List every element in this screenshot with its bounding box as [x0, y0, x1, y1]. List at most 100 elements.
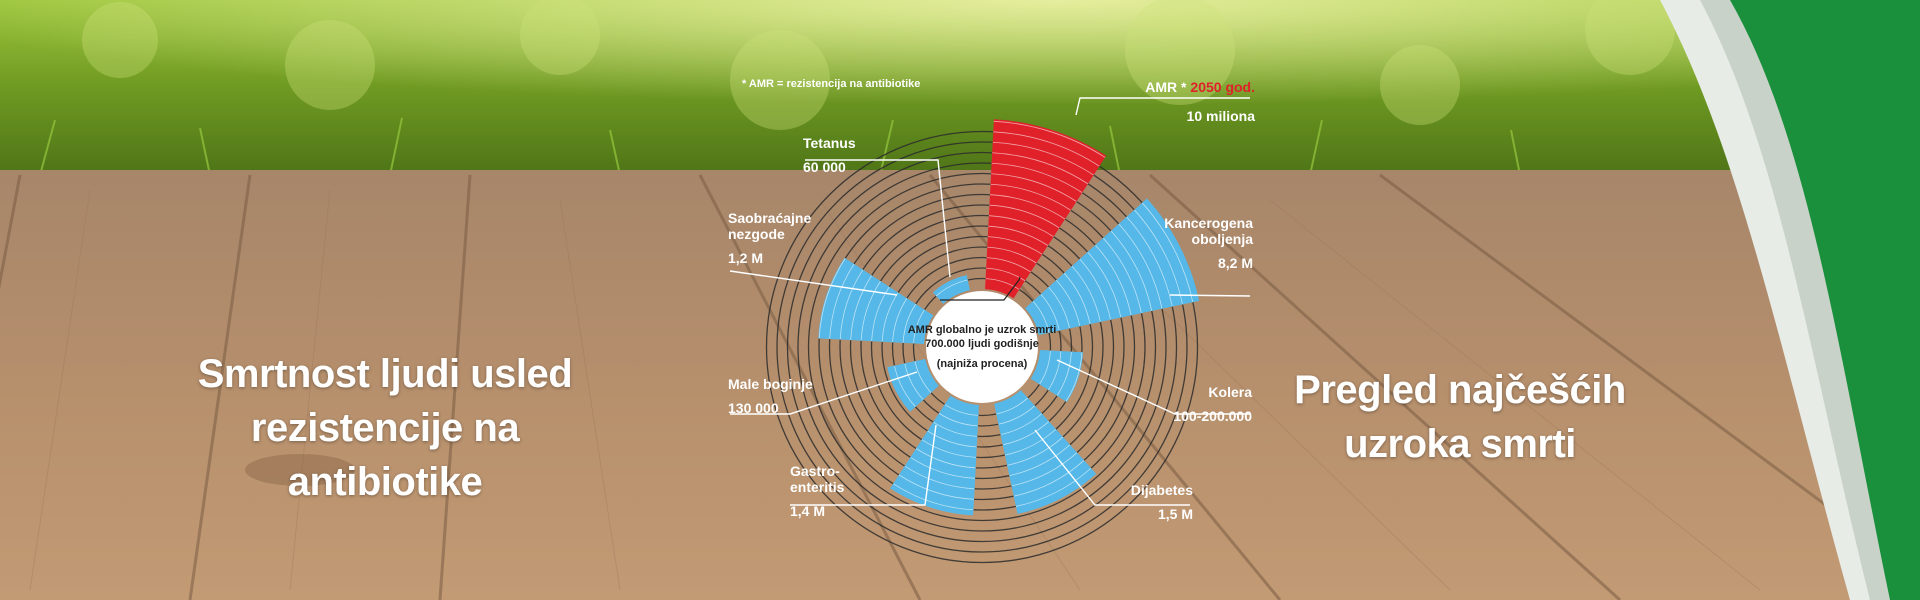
- chart-value-label: 10 miliona: [1187, 108, 1256, 124]
- left-title-line-1: Smrtnost ljudi usled: [197, 352, 573, 396]
- chart-wedge-gridline: [818, 258, 846, 339]
- chart-category-label: Kolera: [1208, 384, 1252, 400]
- chart-ring: [902, 267, 1062, 427]
- chart-leader-line: [1034, 429, 1190, 506]
- chart-wedge: [985, 119, 1107, 299]
- chart-wedge-gridline: [1040, 293, 1060, 331]
- chart-wedge-gridline: [1047, 351, 1062, 391]
- chart-wedge-gridline: [1056, 351, 1072, 396]
- chart-ring: [839, 204, 1125, 490]
- chart-leader-line: [790, 424, 937, 506]
- chart-center-note: (najniža procena): [937, 358, 1028, 370]
- chart-ring: [860, 225, 1104, 469]
- chart-wedge-gridline: [839, 269, 864, 340]
- chart-wedge-gridline: [871, 286, 890, 342]
- chart-wedge-gridline: [910, 456, 976, 479]
- chart-wedge-gridline: [1013, 460, 1085, 497]
- chart-wedge-gridline: [989, 194, 1066, 220]
- chart-label-amr-prefix: AMR *: [1145, 79, 1190, 95]
- chart-wedge-gridline: [927, 430, 977, 448]
- chart-wedge-gridline: [933, 421, 978, 437]
- chart-label-amr: AMR * 2050 god.: [1145, 79, 1255, 95]
- chart-wedge-gridline: [1056, 279, 1081, 327]
- chart-ring: [870, 235, 1094, 459]
- chart-wedge-gridline: [921, 439, 977, 458]
- chart-wedge-gridline: [992, 152, 1089, 185]
- chart-wedge-gridline: [1015, 467, 1092, 507]
- chart-wedge-gridline: [914, 361, 932, 394]
- chart-wedge-gridline: [985, 278, 1020, 290]
- chart-wedge-gridline: [1063, 272, 1091, 325]
- chart-center-disc: [926, 291, 1038, 403]
- chart-wedge-gridline: [1004, 428, 1057, 456]
- chart-wedge: [890, 395, 979, 516]
- chart-rings: [765, 130, 1199, 564]
- chart-wedge-gridline: [904, 363, 924, 401]
- chart-ring: [765, 130, 1199, 564]
- chart-category-label: nezgode: [728, 226, 785, 242]
- chart-wedge-gridline: [1141, 202, 1194, 303]
- chart-leader-line: [1075, 97, 1250, 116]
- chart-wedge-gridline: [860, 280, 881, 341]
- chart-value-label: 1,2 M: [728, 250, 763, 266]
- chart-value-label: 130 000: [728, 400, 779, 416]
- chart-wedges: [818, 119, 1200, 516]
- chart-ring: [818, 183, 1146, 511]
- chart-wedge-gridline: [1102, 237, 1142, 314]
- chart-value-label: 60 000: [803, 159, 846, 175]
- chart-category-label: Gastro-: [790, 463, 840, 479]
- right-title-line-2: uzroka smrti: [1344, 422, 1576, 466]
- chart-center-trend-line: [940, 276, 1021, 301]
- right-title-line-1: Pregled najčešćih: [1294, 368, 1626, 412]
- chart-wedge-gridline: [998, 405, 1036, 425]
- left-title-line-2: rezistencije na antibiotike: [250, 406, 520, 504]
- chart-leader-line: [805, 159, 951, 278]
- chart-category-label: Male boginje: [728, 376, 813, 392]
- chart-ring: [776, 141, 1188, 553]
- chart-wedge-gridline: [991, 162, 1083, 194]
- chart-leader-line: [729, 270, 898, 296]
- chart-wedge-gridline: [1048, 286, 1070, 329]
- chart-wedge-gridline: [1007, 436, 1064, 466]
- chart-label-amr-year: 2050 god.: [1190, 79, 1255, 95]
- chart-wedge-gridline: [1002, 421, 1050, 446]
- chart-wedge-gridline: [992, 141, 1094, 176]
- chart-wedge-gridline: [938, 412, 978, 427]
- chart-wedge: [1030, 350, 1084, 403]
- footnote: * AMR = rezistencija na antibiotike: [742, 78, 920, 90]
- chart-category-label: Tetanus: [803, 135, 856, 151]
- chart-wedge-gridline: [902, 303, 917, 343]
- chart-wedge-gridline: [935, 279, 968, 297]
- chart-labels: AMR * 2050 god.10 milionaKancerogenaobol…: [728, 79, 1255, 522]
- chart-wedge-gridline: [881, 292, 899, 342]
- chart-category-label: Kancerogena: [1164, 215, 1253, 231]
- chart-ring: [912, 277, 1052, 417]
- chart-wedge-gridline: [1110, 230, 1153, 312]
- chart-leader-lines: [729, 97, 1251, 506]
- chart-value-label: 1,5 M: [1158, 506, 1193, 522]
- chart-wedge-gridline: [991, 173, 1077, 202]
- chart-category-label: enteritis: [790, 479, 845, 495]
- chart-wedge-gridline: [1011, 452, 1078, 487]
- chart-wedge-gridline: [850, 275, 873, 341]
- chart-wedge: [994, 390, 1097, 514]
- chart-leader-line: [1169, 294, 1251, 297]
- chart-wedge-gridline: [1000, 413, 1043, 435]
- chart-wedge-gridline: [986, 257, 1031, 273]
- chart-wedge-gridline: [1079, 258, 1112, 320]
- chart-ring: [786, 151, 1178, 543]
- chart-center-text: AMR globalno je uzrok smrti: [908, 324, 1057, 336]
- chart-wedge-gridline: [944, 404, 979, 416]
- chart-ring: [807, 172, 1157, 522]
- chart-wedge-gridline: [1118, 223, 1163, 309]
- chart-wedge-gridline: [904, 465, 975, 490]
- chart-leader-line: [1056, 359, 1250, 415]
- chart-wedge-gridline: [1039, 350, 1051, 385]
- chart-category-label: Saobraćajne: [728, 210, 811, 226]
- chart-wedge-gridline: [990, 183, 1071, 211]
- chart-wedge-gridline: [1087, 251, 1122, 318]
- chart-wedge-gridline: [1032, 300, 1050, 333]
- chart-wedge-gridline: [987, 236, 1043, 255]
- chart-wedge-gridline: [898, 474, 975, 500]
